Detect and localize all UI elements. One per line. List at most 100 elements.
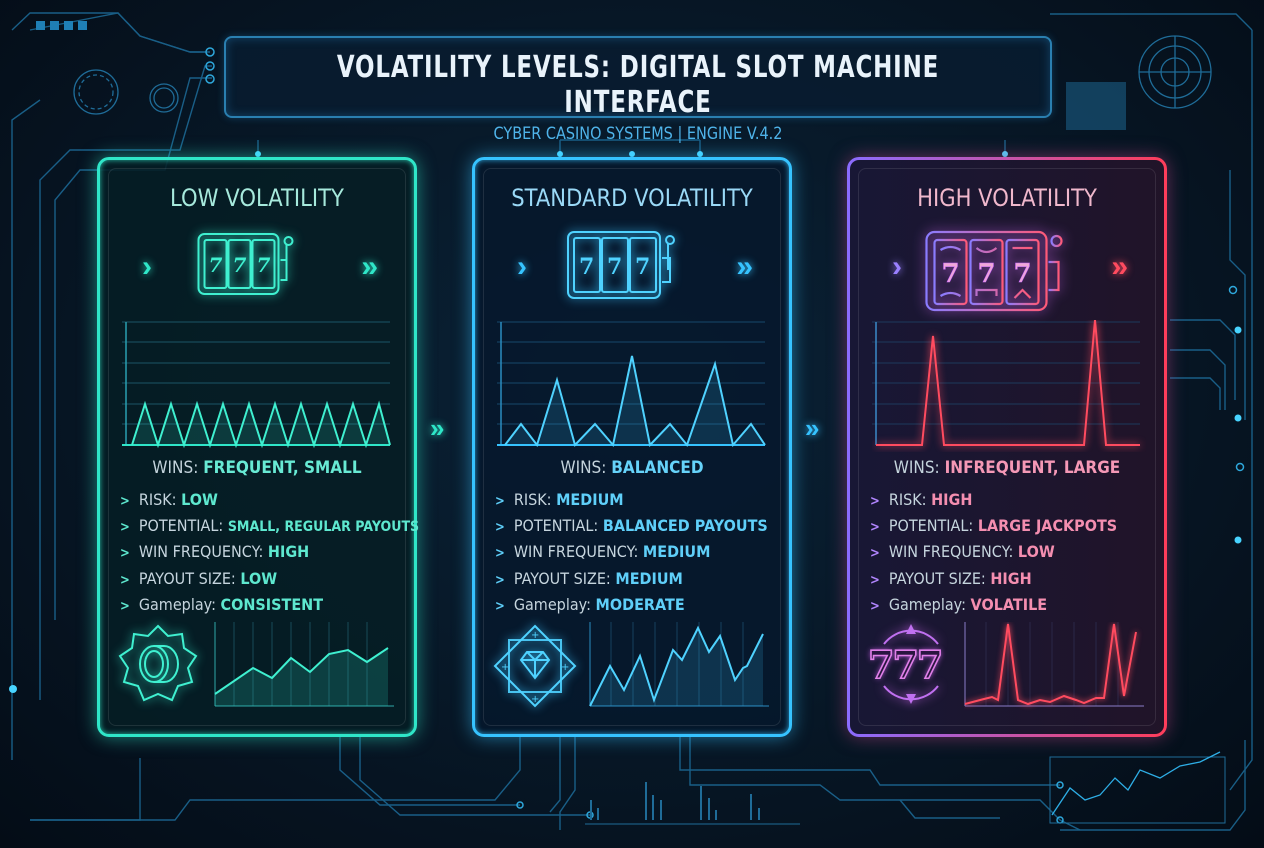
stat-value: LOW [181, 490, 218, 509]
stat-value: LOW [240, 568, 278, 588]
chevron-right-icon: > [495, 546, 505, 562]
stat-label: POTENTIAL: [138, 516, 224, 536]
stat-value: MEDIUM [615, 568, 683, 588]
chevron-right-icon: > [870, 494, 880, 509]
stat-label: RISK: [888, 490, 927, 509]
stats-list: >RISK: LOW > POTENTIAL: SMALL, REGULAR PA… [120, 488, 452, 619]
wins-value: FREQUENT, SMALL [203, 458, 362, 478]
chevron-right-icon[interactable]: › [517, 250, 527, 283]
trend-chart [964, 622, 1144, 707]
win-spike-chart [122, 321, 391, 449]
badge-ring-icon [883, 624, 939, 704]
stat-label: Gameplay: [138, 594, 216, 614]
svg-text:+: + [531, 694, 539, 705]
chevron-right-icon: > [870, 572, 880, 588]
trend-chart [214, 622, 394, 707]
panel-inner-frame [858, 168, 1156, 726]
wins-value: BALANCED [611, 458, 704, 478]
double-chevron-right-icon: » [430, 413, 445, 443]
stat-label: POTENTIAL: [513, 516, 599, 536]
wins-label: WINS: [152, 458, 199, 478]
stat-value: VOLATILE [970, 594, 1048, 614]
stat-value: LARGE JACKPOTS [977, 516, 1118, 536]
stat-gameplay: > Gameplay: VOLATILE [870, 593, 1117, 619]
stat-payout-size: > PAYOUT SIZE: HIGH [870, 567, 1117, 593]
svg-text:7: 7 [209, 253, 223, 277]
wins-summary: WINS: FREQUENT, SMALL [116, 458, 399, 478]
page-title: VOLATILITY LEVELS: DIGITAL SLOT MACHINE … [336, 50, 940, 120]
stat-win-frequency: >WIN FREQUENCY: LOW [870, 540, 1117, 566]
stat-label: PAYOUT SIZE: [138, 568, 236, 588]
svg-text:7: 7 [942, 259, 960, 289]
page-subtitle: CYBER CASINO SYSTEMS | ENGINE V.4.2 [493, 124, 783, 144]
svg-text:+: + [561, 662, 569, 673]
coin-badge-icon [118, 624, 198, 702]
stat-win-frequency: >WIN FREQUENCY: MEDIUM [495, 540, 768, 566]
stat-label: WIN FREQUENCY: [138, 542, 264, 562]
panel-title: STANDARD VOLATILITY [511, 184, 753, 212]
double-chevron-right-icon: » [805, 413, 820, 443]
svg-text:7: 7 [635, 254, 650, 280]
stat-label: WIN FREQUENCY: [513, 542, 639, 562]
chevron-right-icon: > [495, 572, 505, 588]
stat-value: SMALL, REGULAR PAYOUTS [227, 519, 420, 536]
wins-label: WINS: [893, 458, 940, 478]
stat-value: HIGH [990, 568, 1032, 588]
chevron-right-icon: > [870, 520, 880, 536]
chevron-right-icon: > [120, 520, 130, 536]
wins-label: WINS: [560, 458, 607, 478]
stat-win-frequency: >WIN FREQUENCY: HIGH [120, 540, 419, 566]
stat-risk: > RISK: HIGH [870, 488, 1117, 514]
stat-value: HIGH [931, 490, 973, 509]
svg-text:+: + [531, 630, 539, 641]
double-chevron-right-icon[interactable]: » [736, 250, 753, 283]
triple-seven-text: 777 [867, 641, 944, 688]
panel-inner-frame [108, 168, 406, 726]
stat-label: PAYOUT SIZE: [888, 568, 986, 588]
stat-label: Gameplay: [513, 594, 591, 614]
stat-gameplay: >Gameplay: CONSISTENT [120, 593, 419, 619]
stat-risk: >RISK: MEDIUM [495, 488, 768, 514]
chevron-right-icon: > [120, 494, 130, 509]
stat-value: HIGH [267, 542, 310, 562]
stat-risk: >RISK: LOW [120, 488, 419, 514]
stat-label: WIN FREQUENCY: [888, 542, 1014, 562]
chevron-right-icon: > [495, 494, 505, 509]
chevron-right-icon: > [120, 572, 130, 588]
stat-value: CONSISTENT [220, 594, 324, 614]
panel-inner-frame [483, 168, 781, 726]
svg-text:7: 7 [978, 259, 996, 289]
stat-label: Gameplay: [888, 594, 966, 614]
chevron-right-icon: > [495, 598, 505, 614]
svg-text:7: 7 [1014, 259, 1032, 289]
chevron-right-icon: > [495, 520, 505, 536]
svg-text:7: 7 [579, 254, 594, 280]
wins-value: INFREQUENT, LARGE [944, 458, 1121, 478]
diamond-badge-icon: + + + + [493, 624, 577, 708]
chevron-right-icon[interactable]: › [142, 250, 152, 283]
svg-text:7: 7 [257, 253, 271, 277]
stats-list: >RISK: HIGH >POTENTIAL: LARGE JACKPOTS >… [870, 488, 1145, 619]
svg-text:7: 7 [607, 254, 622, 280]
svg-text:7: 7 [233, 253, 247, 277]
double-chevron-right-icon[interactable]: » [1111, 250, 1128, 283]
chevron-right-icon: > [870, 598, 880, 614]
stat-payout-size: > PAYOUT SIZE: LOW [120, 567, 419, 593]
trend-chart [589, 622, 769, 707]
stat-value: MODERATE [595, 594, 685, 614]
win-spike-chart [872, 320, 1140, 446]
stat-potential: > POTENTIAL: SMALL, REGULAR PAYOUTS [120, 514, 419, 540]
triple-seven-badge-icon: 777 [866, 622, 956, 706]
stats-list: >RISK: MEDIUM >POTENTIAL: BALANCED PAYOU… [495, 488, 798, 619]
stat-gameplay: > Gameplay: MODERATE [495, 593, 768, 619]
chevron-right-icon[interactable]: › [892, 250, 902, 283]
svg-text:+: + [501, 662, 509, 673]
double-chevron-right-icon[interactable]: » [361, 250, 378, 283]
